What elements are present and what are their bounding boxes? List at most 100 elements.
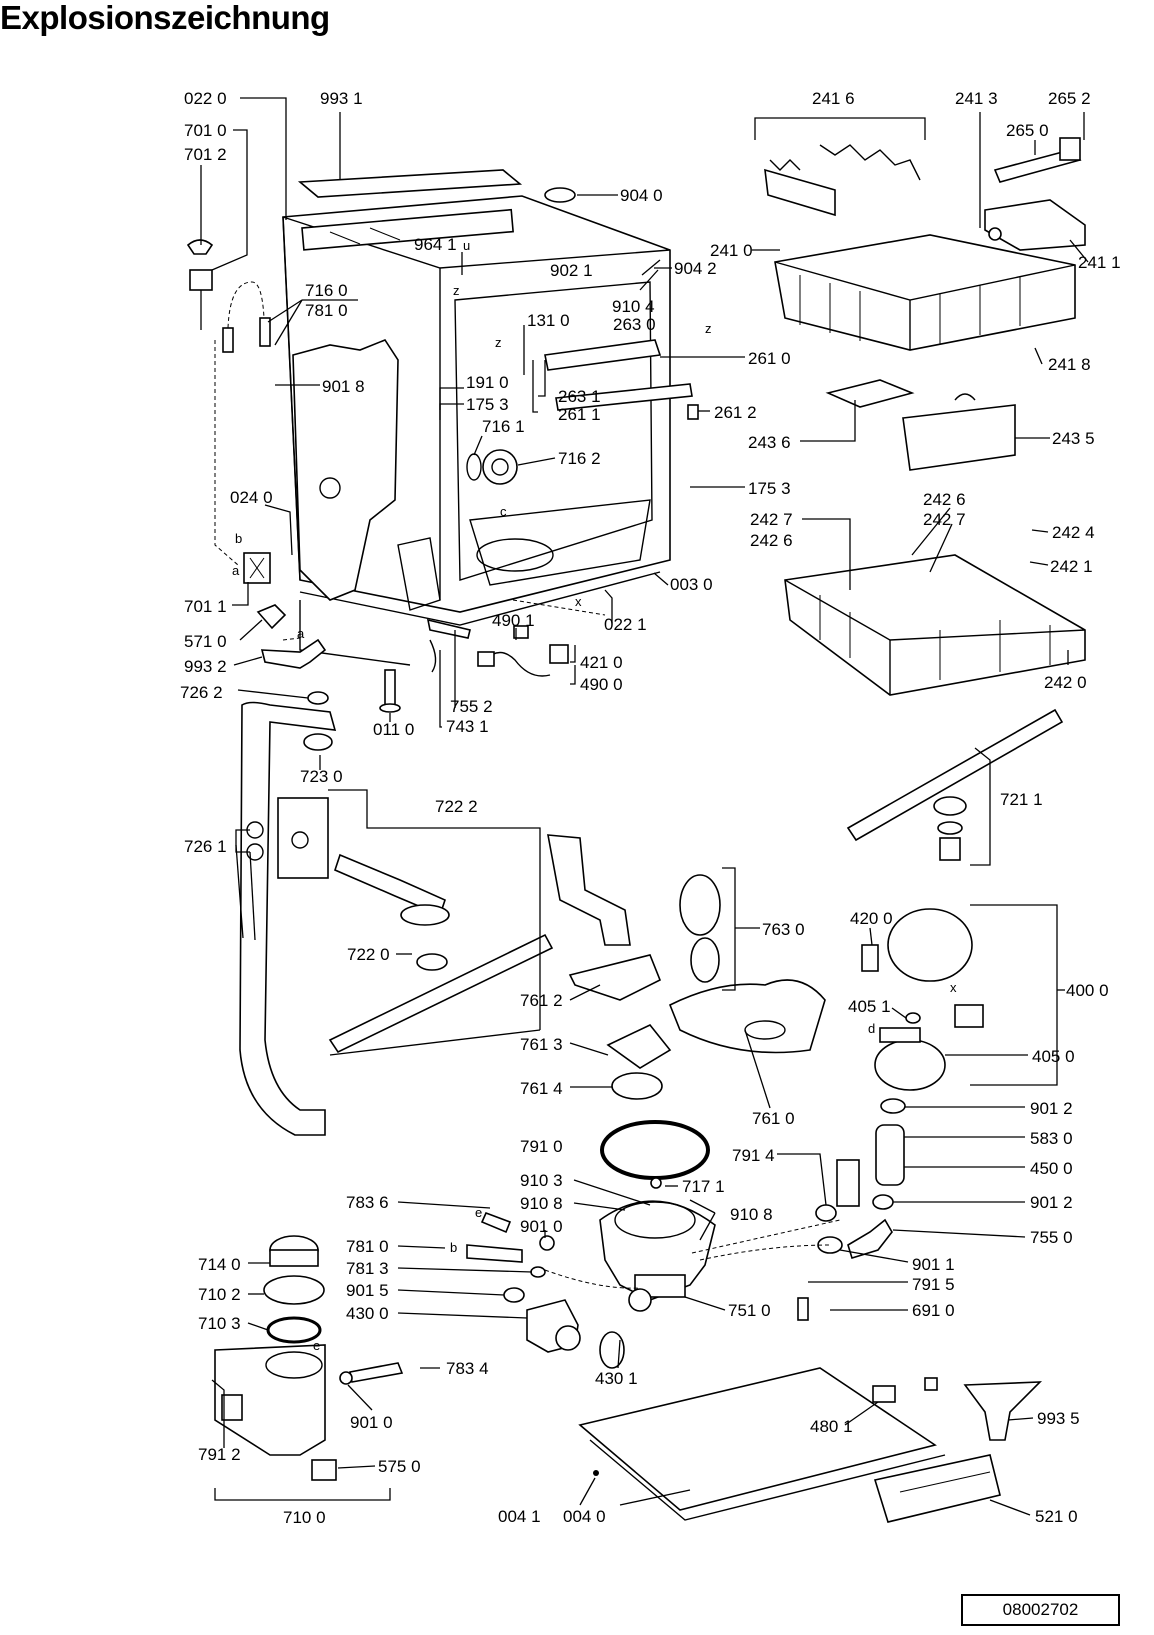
callout-2427: 242 7 bbox=[750, 510, 793, 529]
clamp-9012a bbox=[880, 1098, 906, 1114]
callout-7612: 761 2 bbox=[520, 991, 563, 1010]
callout-0040: 004 0 bbox=[563, 1507, 606, 1526]
callout-0041: 004 1 bbox=[498, 1507, 541, 1526]
callout-4050: 405 0 bbox=[1032, 1047, 1075, 1066]
marker-z: z bbox=[453, 283, 460, 298]
callout-9108b: 910 8 bbox=[730, 1205, 773, 1224]
marker-e: e bbox=[475, 1205, 482, 1220]
clamp-9010b bbox=[339, 1371, 353, 1385]
callout-7550: 755 0 bbox=[1030, 1228, 1073, 1247]
marker-a: a bbox=[297, 626, 305, 641]
nut-7230 bbox=[303, 733, 333, 751]
callout-0110: 011 0 bbox=[373, 720, 414, 739]
sensor-6910 bbox=[797, 1297, 809, 1321]
callout-4200: 420 0 bbox=[850, 909, 893, 928]
hose-7810b bbox=[466, 1244, 523, 1263]
callout-7834: 783 4 bbox=[446, 1359, 489, 1378]
callout-2426a: 242 6 bbox=[750, 531, 793, 550]
marker-e: e bbox=[313, 1338, 320, 1353]
callout-2410: 241 0 bbox=[710, 241, 753, 260]
basket-grid-2436 bbox=[825, 379, 915, 408]
part-illustrations bbox=[186, 137, 1086, 1523]
callout-7910: 791 0 bbox=[520, 1137, 563, 1156]
callout-0240: 024 0 bbox=[230, 488, 273, 507]
sump-plate-7613 bbox=[606, 1024, 672, 1069]
callout-7836: 783 6 bbox=[346, 1193, 389, 1212]
hinge-cap bbox=[186, 239, 214, 255]
callout-0030: 003 0 bbox=[670, 575, 713, 594]
callout-7262: 726 2 bbox=[180, 683, 223, 702]
callout-4210: 421 0 bbox=[580, 653, 623, 672]
rail-clip bbox=[687, 404, 699, 420]
callout-9018: 901 8 bbox=[322, 377, 365, 396]
callout-7010: 701 0 bbox=[184, 121, 227, 140]
wrench-tool bbox=[260, 638, 327, 669]
marker-x: x bbox=[950, 980, 957, 995]
callout-2424: 242 4 bbox=[1052, 523, 1095, 542]
feed-tube bbox=[239, 701, 337, 1136]
coarse-filter bbox=[679, 874, 721, 936]
adjustable-foot bbox=[384, 669, 396, 707]
callout-9935: 993 5 bbox=[1037, 1409, 1080, 1428]
hose-7836 bbox=[480, 1211, 512, 1234]
callout-9641: 964 1 bbox=[414, 235, 457, 254]
marker-c: c bbox=[500, 504, 507, 519]
valve bbox=[256, 604, 287, 630]
softener-body bbox=[214, 1344, 326, 1456]
marker-a: a bbox=[232, 563, 240, 578]
callout-2612: 261 2 bbox=[714, 403, 757, 422]
callout-7161: 716 1 bbox=[482, 417, 525, 436]
callout-9010a: 901 0 bbox=[520, 1217, 563, 1236]
callout-4801: 480 1 bbox=[810, 1417, 853, 1436]
plug-cap bbox=[544, 187, 576, 203]
callout-4051: 405 1 bbox=[848, 997, 891, 1016]
connector-4801 bbox=[872, 1385, 896, 1403]
marker-z: z bbox=[495, 335, 502, 350]
callout-1753a: 175 3 bbox=[466, 395, 509, 414]
callout-9021: 902 1 bbox=[550, 261, 593, 280]
callout-9931: 993 1 bbox=[320, 89, 363, 108]
callout-9010b: 901 0 bbox=[350, 1413, 393, 1432]
callout-7140: 714 0 bbox=[198, 1255, 241, 1274]
callout-2650: 265 0 bbox=[1006, 121, 1049, 140]
hinge-body bbox=[189, 269, 213, 291]
callout-7222: 722 2 bbox=[435, 797, 478, 816]
callout-7103: 710 3 bbox=[198, 1314, 241, 1333]
callout-7100: 710 0 bbox=[283, 1508, 326, 1527]
filter-plate bbox=[668, 979, 826, 1054]
callout-4901: 490 1 bbox=[492, 611, 535, 630]
marker-x: x bbox=[575, 594, 582, 609]
callout-2631: 263 1 bbox=[558, 387, 601, 406]
callout-5830: 583 0 bbox=[1030, 1129, 1073, 1148]
plug bbox=[477, 651, 495, 667]
callout-7614: 761 4 bbox=[520, 1079, 563, 1098]
callout-7813: 781 3 bbox=[346, 1259, 389, 1278]
callout-2426b: 242 6 bbox=[923, 490, 966, 509]
callout-6910: 691 0 bbox=[912, 1301, 955, 1320]
callout-7162: 716 2 bbox=[558, 449, 601, 468]
page-title: Explosionszeichnung bbox=[0, 0, 330, 36]
callout-1310: 131 0 bbox=[527, 311, 570, 330]
callout-2411: 241 1 bbox=[1078, 253, 1121, 272]
callout-9012a: 901 2 bbox=[1030, 1099, 1073, 1118]
callout-0220: 022 0 bbox=[184, 89, 227, 108]
callout-2652: 265 2 bbox=[1048, 89, 1091, 108]
callout-9042: 904 2 bbox=[674, 259, 717, 278]
clamp-9015 bbox=[503, 1287, 525, 1303]
fine-filter bbox=[690, 937, 720, 983]
capacitor-4200 bbox=[861, 944, 879, 972]
callout-9015: 901 5 bbox=[346, 1281, 389, 1300]
callout-7510: 751 0 bbox=[728, 1301, 771, 1320]
marker-d: d bbox=[868, 1021, 875, 1036]
callout-7102: 710 2 bbox=[198, 1285, 241, 1304]
seal-7914 bbox=[815, 1204, 837, 1222]
callout-5210: 521 0 bbox=[1035, 1507, 1078, 1526]
callout-0221: 022 1 bbox=[604, 615, 647, 634]
upper-spray-arm bbox=[328, 933, 554, 1054]
marker-u: u bbox=[463, 238, 470, 253]
marker-z: z bbox=[705, 321, 712, 336]
upper-basket-2410 bbox=[774, 234, 1076, 351]
callout-4900: 490 0 bbox=[580, 675, 623, 694]
lower-spray-arm bbox=[846, 708, 1064, 842]
spring-coil bbox=[222, 327, 234, 353]
